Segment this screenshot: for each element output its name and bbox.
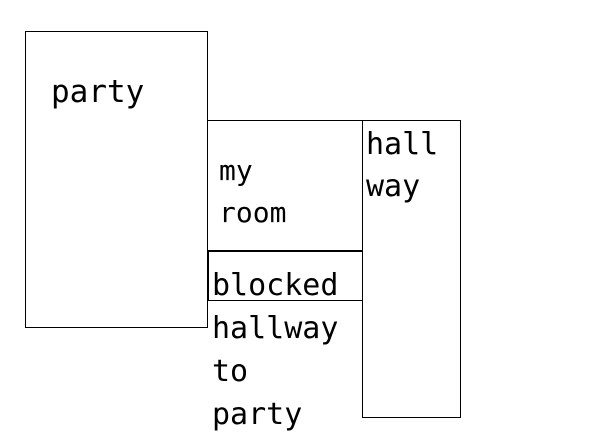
hallway-label-line: hall bbox=[366, 127, 439, 162]
blocked-hallway-label-line: to bbox=[212, 354, 249, 389]
blocked-hallway-box bbox=[208, 250, 363, 301]
party-label: party bbox=[51, 73, 144, 111]
blocked-hallway-label: blocked hallway to party bbox=[212, 264, 338, 436]
party-label-text: party bbox=[51, 74, 145, 110]
blocked-hallway-label-line: blocked bbox=[212, 268, 339, 303]
blocked-hallway-label-line: party bbox=[212, 397, 303, 432]
hallway-label-line: way bbox=[366, 169, 421, 204]
my-room-label-line: room bbox=[219, 196, 287, 229]
my-room-label: my room bbox=[219, 150, 286, 234]
blocked-hallway-label-line: hallway bbox=[212, 311, 339, 346]
my-room-label-line: my bbox=[219, 154, 253, 187]
hallway-label: hall way bbox=[366, 124, 438, 208]
